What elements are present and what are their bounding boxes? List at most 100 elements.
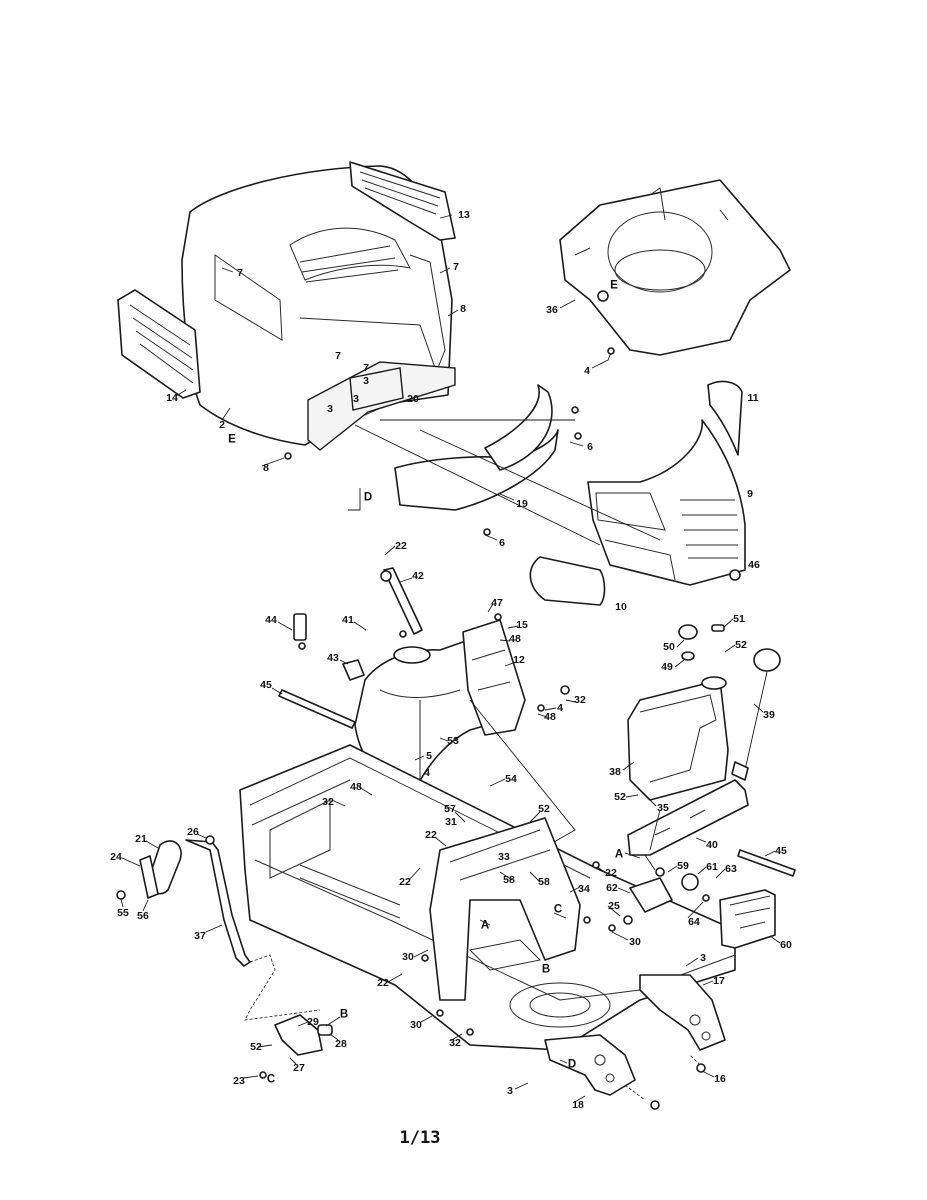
part-callout: 52 — [735, 638, 747, 651]
part-callout: 39 — [763, 708, 775, 721]
part-callout: 45 — [775, 844, 787, 857]
hardware-bolts — [284, 406, 741, 1036]
dash-panel — [394, 429, 559, 511]
part-callout: E — [610, 279, 618, 292]
part-callout: 59 — [677, 859, 689, 872]
part-callout: 63 — [725, 862, 737, 875]
part-callout: 4 — [557, 701, 563, 714]
part-callout: 58 — [538, 875, 550, 888]
switch-43 — [342, 659, 365, 681]
part-callout: 35 — [657, 801, 669, 814]
hood-leaders — [175, 214, 661, 546]
part-callout: C — [266, 1073, 276, 1086]
part-callout: 20 — [407, 392, 419, 405]
part-callout: 17 — [713, 974, 725, 987]
part-callout: 33 — [498, 850, 510, 863]
part-callout: 60 — [780, 938, 792, 951]
frame-leaders — [331, 778, 607, 1042]
part-callout: 48 — [350, 780, 362, 793]
part-callout: 42 — [412, 569, 424, 582]
bracket-29 — [242, 1014, 341, 1079]
part-callout: 38 — [609, 765, 621, 778]
part-callout: 49 — [661, 660, 673, 673]
part-callout: C — [553, 903, 563, 916]
part-callout: 3 — [327, 402, 333, 415]
part-callout: 61 — [706, 860, 718, 873]
part-callout: 58 — [503, 873, 515, 886]
part-callout: 22 — [377, 976, 389, 989]
part-callout: 32 — [322, 795, 334, 808]
right-leaders — [607, 618, 781, 944]
part-callout: 3 — [507, 1084, 513, 1097]
part-callout: 26 — [187, 825, 199, 838]
pedal-leaders — [120, 833, 321, 1021]
part-callout: 3 — [363, 374, 369, 387]
fuel-valve-50 — [678, 624, 725, 661]
part-callout: 43 — [327, 651, 339, 664]
part-callout: 8 — [263, 461, 269, 474]
hood-rear-bracket — [349, 161, 456, 241]
part-callout: 7 — [453, 260, 459, 273]
part-callout: 27 — [293, 1061, 305, 1074]
fuel-tank-38 — [627, 676, 729, 801]
part-callout: 30 — [629, 935, 641, 948]
part-callout: 30 — [410, 1018, 422, 1031]
part-callout: 2 — [219, 418, 225, 431]
pedal-assembly — [116, 835, 251, 967]
part-callout: 53 — [447, 734, 459, 747]
part-callout: D — [363, 491, 373, 504]
side-grille-left — [117, 289, 201, 399]
part-callout: 32 — [574, 693, 586, 706]
part-callout: B — [541, 963, 551, 976]
part-callout: 48 — [509, 632, 521, 645]
part-callout: 9 — [747, 487, 753, 500]
part-callout: 14 — [166, 391, 178, 404]
part-callout: 13 — [458, 208, 470, 221]
part-callout: 16 — [714, 1072, 726, 1085]
part-callout: 4 — [424, 766, 430, 779]
part-callout: 24 — [110, 850, 122, 863]
part-callout: 22 — [605, 866, 617, 879]
part-callout: E — [228, 433, 236, 446]
part-callout: 47 — [491, 596, 503, 609]
part-callout: 31 — [445, 815, 457, 828]
hood-trim-11 — [707, 380, 743, 456]
part-callout: A — [480, 919, 490, 932]
dash-housing-36 — [559, 179, 791, 369]
ignition-key-44 — [293, 613, 307, 650]
bumper-bracket — [484, 384, 553, 471]
lever-42 — [380, 567, 423, 635]
part-callout: 54 — [505, 772, 517, 785]
part-callout: 7 — [335, 349, 341, 362]
part-callout: 11 — [747, 391, 759, 404]
part-callout: B — [339, 1008, 349, 1021]
part-callout: 34 — [578, 882, 590, 895]
part-callout: 25 — [608, 899, 620, 912]
hood-mounting-bracket — [307, 361, 456, 451]
part-callout: D — [567, 1058, 577, 1071]
part-callout: 7 — [237, 266, 243, 279]
part-callout: 52 — [538, 802, 550, 815]
part-callout: 18 — [572, 1098, 584, 1111]
fuel-cap-39 — [731, 648, 781, 781]
part-callout: 21 — [135, 832, 147, 845]
page-number: 1/13 — [399, 1128, 441, 1148]
part-callout: 22 — [395, 539, 407, 552]
part-callout: 57 — [444, 802, 456, 815]
part-callout: 4 — [584, 364, 590, 377]
part-callout: A — [614, 848, 624, 861]
part-callout: 19 — [516, 497, 528, 510]
part-callout: 41 — [342, 613, 354, 626]
cable-tie-45-right — [737, 849, 796, 877]
headlight-cover-10 — [529, 556, 606, 606]
part-callout: 7 — [363, 361, 369, 374]
part-callout: 51 — [733, 612, 745, 625]
cable-tie-45-left — [278, 689, 356, 729]
part-callout: 32 — [449, 1036, 461, 1049]
part-callout: 23 — [233, 1074, 245, 1087]
part-callout: 45 — [260, 678, 272, 691]
part-callout: 15 — [516, 618, 528, 631]
part-callout: 48 — [544, 710, 556, 723]
part-callout: 22 — [399, 875, 411, 888]
